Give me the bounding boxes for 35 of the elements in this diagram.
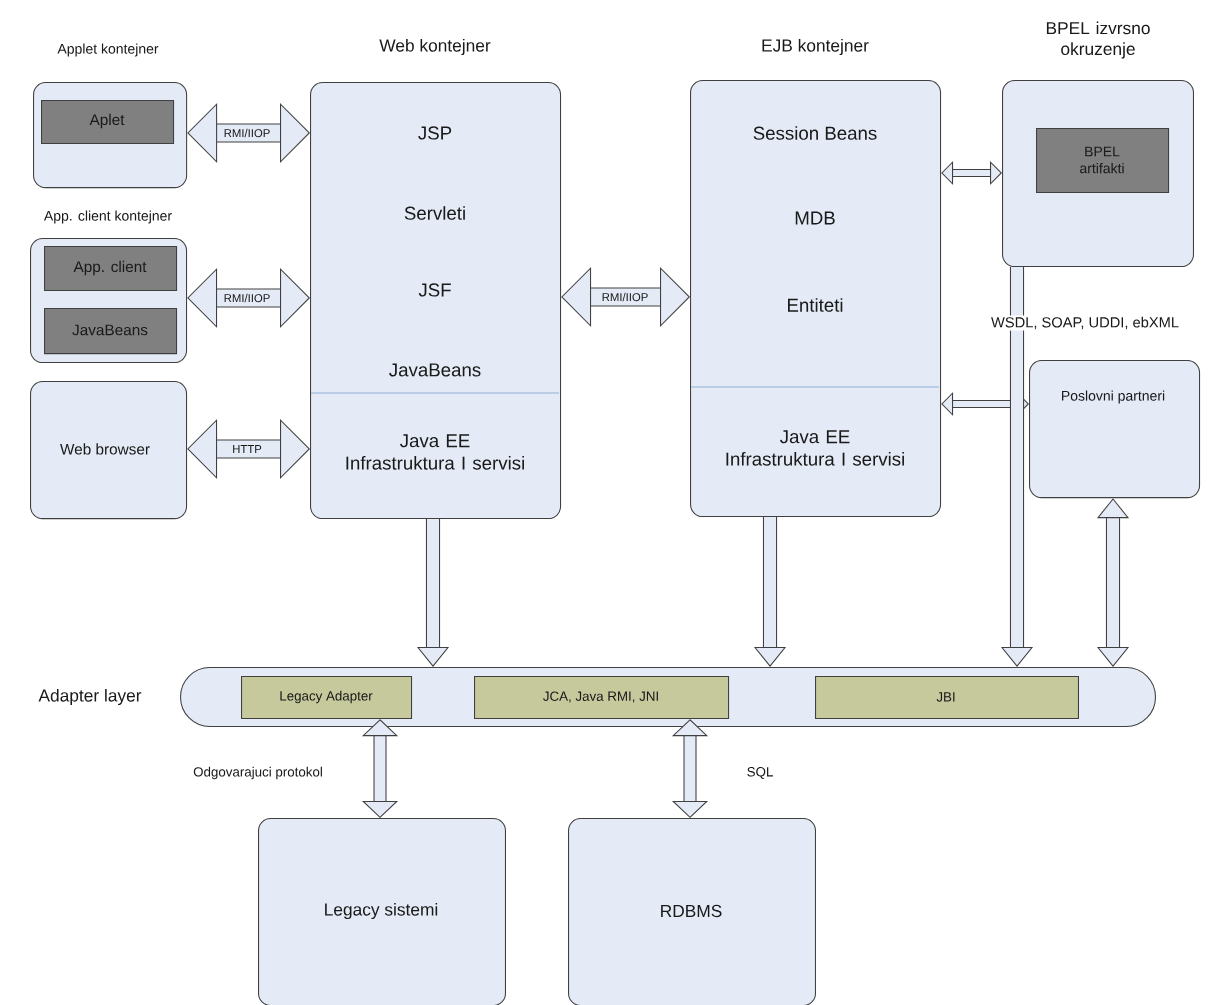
node-label: Adapter layer <box>38 688 142 706</box>
edge-label: RMI/IIOP <box>600 291 650 303</box>
edge-label: Odgovarajuci protokol <box>191 765 325 781</box>
node-label: App. client kontejner <box>43 210 172 224</box>
container-box: Web kontejner JSP Servleti JSF JavaBeans Java EE Infrastruktura I servisi <box>310 38 562 520</box>
system-box: Legacy sistemi <box>258 818 506 1005</box>
block-arrow <box>187 102 310 164</box>
edge-label: SQL <box>745 765 775 781</box>
edge-label: RMI/IIOP <box>222 127 272 139</box>
component-box: BPEL artifakti <box>1036 128 1170 194</box>
block-arrow <box>187 267 310 329</box>
adapter-box: JBI <box>815 676 1079 720</box>
edge-label: RMI/IIOP <box>222 292 272 304</box>
block-arrow <box>941 391 1029 417</box>
partner-box: Poslovni partneri <box>1029 360 1201 499</box>
edge-label: WSDL, SOAP, UDDI, ebXML <box>989 315 1181 331</box>
node-label: Web kontejner <box>379 38 491 56</box>
component-box: Aplet <box>41 100 175 144</box>
client-box: Web browser <box>30 381 188 520</box>
adapter-box: JCA, Java RMI, JNI <box>474 676 730 720</box>
node-label: EJB kontejner <box>762 38 869 56</box>
block-arrow <box>1096 498 1130 667</box>
block-arrow <box>187 418 310 480</box>
component-box: JavaBeans <box>44 308 178 355</box>
block-arrow <box>361 719 399 818</box>
component-box: App. client <box>44 246 178 292</box>
node-label: BPEL izvrsno okruzenje <box>1046 21 1150 59</box>
adapter-box: Legacy Adapter <box>241 676 413 720</box>
block-arrow <box>671 719 709 818</box>
block-arrow <box>561 266 690 328</box>
edge-label: HTTP <box>230 443 264 455</box>
database-box: RDBMS <box>568 818 816 1005</box>
container-box: EJB kontejner Session Beans MDB Entiteti Java EE Infrastruktura I servisi <box>690 38 942 518</box>
block-arrow <box>941 160 1002 186</box>
node-label: Applet kontejner <box>57 43 159 57</box>
